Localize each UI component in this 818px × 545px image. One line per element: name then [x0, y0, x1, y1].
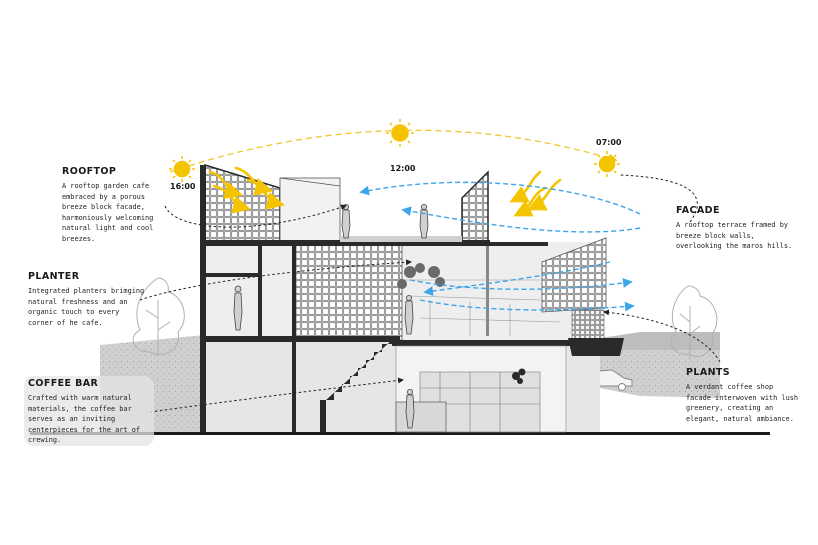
annotation-planter-heading: PLANTER	[28, 271, 80, 282]
sun-time-top: 12:00	[390, 164, 416, 173]
annotation-facade: FACADE A rooftop terrace framed by breez…	[676, 205, 811, 252]
annotation-planter-text: Integrated planters brimging natural fre…	[28, 287, 145, 327]
tree-left	[132, 277, 185, 355]
sun-icon-left	[169, 156, 195, 182]
annotation-planter: PLANTER Integrated planters brimging nat…	[28, 271, 158, 328]
annotation-coffee-bar-heading: COFFEE BAR	[28, 378, 99, 389]
wind-flow-arrows	[359, 181, 641, 312]
interior-plants	[397, 263, 445, 289]
annotation-facade-text: A rooftop terrace framed by breeze block…	[676, 221, 793, 251]
annotation-plants-heading: PLANTS	[686, 367, 731, 378]
hanging-plant	[512, 368, 526, 384]
sun-icon-top	[386, 119, 414, 147]
tree-right	[670, 285, 718, 360]
annotation-rooftop-heading: ROOFTOP	[62, 166, 117, 177]
annotation-plants: PLANTS A verdant coffee shop facade inte…	[686, 367, 814, 424]
sun-time-left: 16:00	[170, 182, 196, 191]
annotation-plants-text: A verdant coffee shop facade interwoven …	[686, 383, 799, 423]
leader-lines	[139, 174, 721, 413]
coffee-bar-highlight	[24, 376, 154, 446]
building-section	[200, 163, 624, 433]
annotation-rooftop: ROOFTOP A rooftop garden cafe embraced b…	[62, 166, 197, 245]
sun-time-right: 07:00	[596, 138, 622, 147]
annotation-coffee-bar-text: Crafted with warm natural materials, the…	[28, 394, 141, 445]
sun-rays	[208, 166, 562, 217]
sun-icon-right	[594, 151, 620, 177]
annotation-facade-heading: FACADE	[676, 205, 720, 216]
annotation-rooftop-text: A rooftop garden cafe embraced by a poro…	[62, 182, 154, 243]
annotation-coffee-bar: COFFEE BAR Crafted with warm natural mat…	[28, 378, 158, 446]
